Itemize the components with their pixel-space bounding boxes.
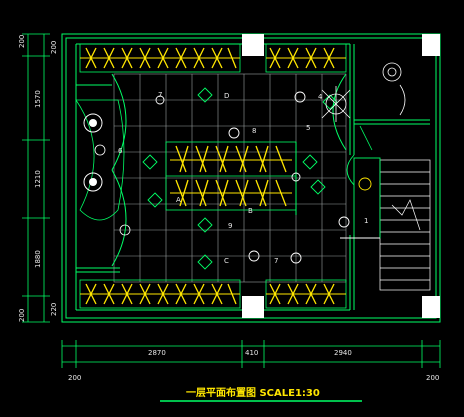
dim-bottom-410: 410 (245, 349, 258, 357)
floor-grid (113, 73, 347, 283)
room-label: 7 (158, 91, 162, 99)
rack-top-right (265, 43, 347, 73)
rack-bottom (79, 279, 241, 309)
room-label: C (224, 257, 229, 265)
storage-room (359, 62, 406, 151)
structural-columns (242, 34, 440, 318)
dim-left-1880: 1880 (34, 250, 42, 268)
dim-left-top: 200 (50, 41, 58, 54)
room-label: 8 (252, 127, 256, 135)
seating-area (75, 99, 131, 236)
room-label: 9 (228, 222, 232, 230)
dim-left-1570: 1570 (34, 90, 42, 108)
room-label: 5 (306, 124, 310, 132)
room-label: D (224, 92, 229, 100)
display-fixtures (142, 87, 350, 270)
dim-left-outer-top: 200 (18, 35, 26, 48)
dim-bottom-outer-right: 200 (426, 374, 439, 382)
drawing-title: 一层平面布置图 SCALE1:30 (186, 386, 320, 399)
dim-left-outer-bottom: 200 (18, 309, 26, 322)
rack-bottom-right (265, 279, 347, 309)
rack-island (165, 141, 297, 211)
dim-left-bottom: 220 (50, 303, 58, 316)
dim-bottom-2940: 2940 (334, 349, 352, 357)
room-label: B (248, 207, 253, 215)
room-label: A (176, 196, 181, 204)
cashier-counter (340, 154, 381, 239)
curved-walls (111, 73, 347, 267)
bottom-dimension-lines (61, 340, 441, 368)
left-dimension-lines (22, 33, 50, 323)
room-label: 7 (274, 257, 278, 265)
dim-bottom-2870: 2870 (148, 349, 166, 357)
plant-decoration (321, 86, 351, 122)
staircase (379, 159, 431, 291)
room-label: 4 (318, 93, 323, 101)
room-label: 1 (364, 217, 368, 225)
dim-left-1210: 1210 (34, 170, 42, 188)
room-label: 6 (118, 147, 123, 155)
room-labels: 7 D 8 6 A B 9 C 7 5 4 1 (118, 91, 368, 265)
dim-bottom-outer-left: 200 (68, 374, 81, 382)
rack-top (79, 43, 241, 73)
